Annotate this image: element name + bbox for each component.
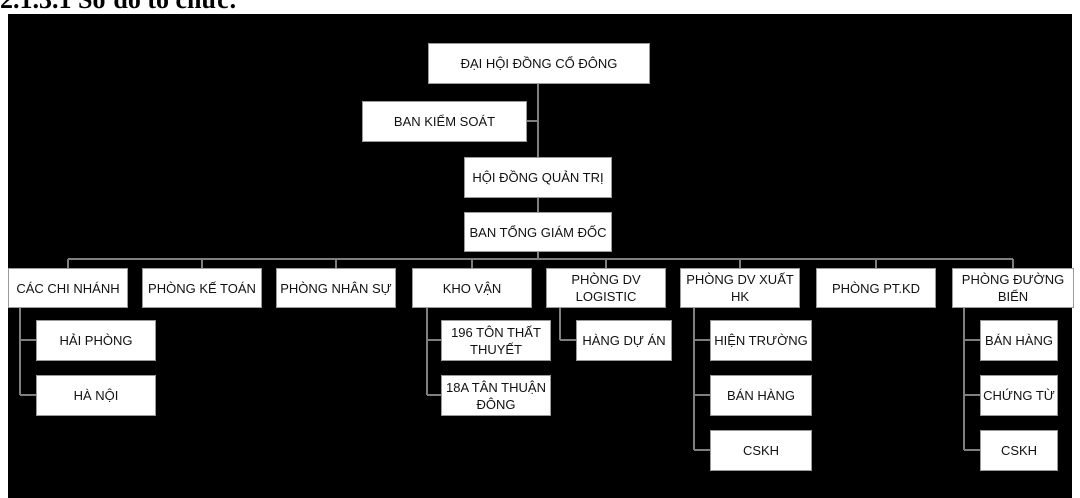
node-cskh-hk: CSKH <box>710 430 812 471</box>
node-ban-hang-bien: BÁN HÀNG <box>980 320 1058 361</box>
node-196-ton-that-thuyet: 196 TÔN THẤT THUYẾT <box>441 320 551 361</box>
node-hoi-dong-quan-tri: HỘI ĐỒNG QUẢN TRỊ <box>464 157 612 198</box>
node-dai-hoi-dong-co-dong: ĐẠI HỘI ĐỒNG CỔ ĐÔNG <box>428 43 650 84</box>
node-phong-ke-toan: PHÒNG KẾ TOÁN <box>142 268 262 308</box>
section-heading: 2.1.3.1 Sơ đồ tổ chức: <box>0 0 237 13</box>
node-hien-truong: HIỆN TRƯỜNG <box>710 320 812 361</box>
node-ban-tong-giam-doc: BAN TỔNG GIÁM ĐỐC <box>464 212 612 252</box>
node-ban-hang-hk: BÁN HÀNG <box>710 375 812 416</box>
node-kho-van: KHO VẬN <box>412 268 532 308</box>
node-hang-du-an: HÀNG DỰ ÁN <box>576 320 672 361</box>
node-chung-tu: CHỨNG TỪ <box>980 375 1058 416</box>
node-cac-chi-nhanh: CÁC CHI NHÁNH <box>8 268 128 308</box>
node-phong-nhan-su: PHÒNG NHÂN SỰ <box>276 268 396 308</box>
node-hai-phong: HẢI PHÒNG <box>36 320 156 361</box>
node-ban-kiem-soat: BAN KIỂM SOÁT <box>362 101 527 142</box>
node-phong-dv-xuat-hk: PHÒNG DV XUẤT HK <box>680 268 800 308</box>
node-phong-duong-bien: PHÒNG ĐƯỜNG BIỂN <box>952 268 1074 308</box>
node-18a-tan-thuan-dong: 18A TÂN THUẬN ĐÔNG <box>441 375 551 416</box>
node-phong-dv-logistic: PHÒNG DV LOGISTIC <box>546 268 666 308</box>
node-cskh-bien: CSKH <box>980 430 1058 471</box>
node-phong-pt-kd: PHÒNG PT.KD <box>816 268 936 308</box>
node-ha-noi: HÀ NỘI <box>36 375 156 416</box>
org-chart-canvas <box>8 14 1072 498</box>
